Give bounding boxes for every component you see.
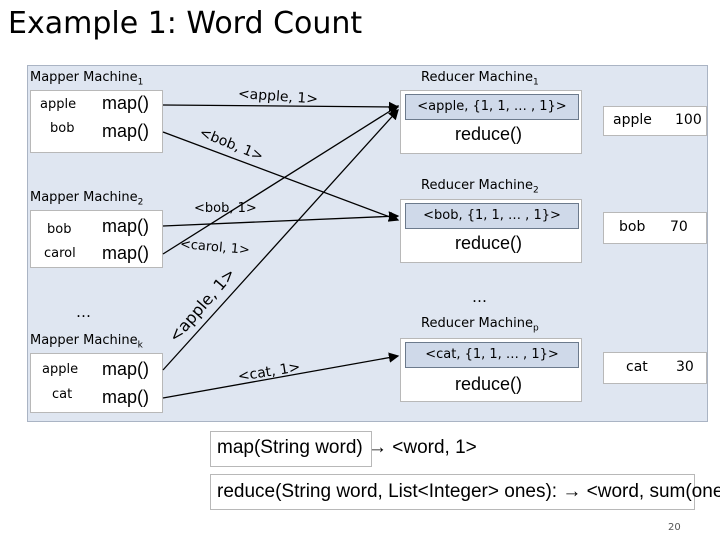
reducer-p-output — [603, 352, 707, 384]
reducer-2-label: Reducer Machine2 — [421, 178, 539, 196]
mapper-k-box — [30, 353, 163, 413]
mapper-1-box — [30, 90, 163, 153]
reducer-p-output-count: 30 — [676, 359, 694, 375]
reduce-signature: reduce(String word, List<Integer> ones):… — [217, 481, 720, 502]
arrow-cat — [162, 352, 400, 399]
reducer-p-output-word: cat — [626, 359, 648, 375]
reducer-2-output-count: 70 — [670, 219, 688, 235]
reducer-p-reduce: reduce() — [455, 374, 523, 394]
reducer-1-label: Reducer Machine1 — [421, 70, 539, 88]
arrow-apple-2 — [162, 109, 399, 371]
mapper-2-box — [30, 210, 163, 268]
mapper-k-label: Mapper Machinek — [30, 333, 143, 351]
mapper-ellipsis: … — [76, 303, 91, 321]
mapper-2-word-1: bob — [47, 222, 72, 237]
mapper-1-label: Mapper Machine1 — [30, 70, 144, 88]
reducer-1-output-count: 100 — [675, 112, 702, 128]
mapper-2-word-2: carol — [44, 246, 76, 261]
reducer-p-group: <cat, {1, 1, … , 1}> — [405, 342, 579, 368]
mapper-1-word-2: bob — [50, 121, 75, 136]
mapper-1-map-2: map() — [102, 121, 150, 141]
mapper-1-map-1: map() — [102, 93, 150, 113]
arrow-bob-2 — [162, 211, 400, 227]
reducer-2-group: <bob, {1, 1, … , 1}> — [405, 203, 579, 229]
reducer-2-output-word: bob — [619, 219, 646, 235]
reducer-1-output-word: apple — [613, 112, 652, 128]
mapper-1-word-1: apple — [40, 97, 77, 112]
arrow-carol — [162, 105, 400, 255]
page-number: 20 — [668, 522, 681, 533]
map-signature-box — [210, 431, 372, 467]
reducer-1-group: <apple, {1, 1, … , 1}> — [405, 94, 579, 120]
mapper-k-word-2: cat — [52, 387, 73, 402]
pair-label-bob-2: <bob, 1> — [194, 201, 257, 216]
mapper-k-map-2: map() — [102, 387, 150, 407]
reducer-2-output — [603, 212, 707, 244]
arrow-apple-1 — [162, 101, 400, 113]
mapper-k-map-1: map() — [102, 359, 150, 379]
reducer-2-reduce: reduce() — [455, 233, 523, 253]
mapper-2-map-2: map() — [102, 243, 150, 263]
reducer-1-output — [603, 106, 707, 136]
reducer-1-reduce: reduce() — [455, 124, 523, 144]
reducer-p-label: Reducer Machinep — [421, 316, 539, 334]
reduce-signature-box — [210, 474, 695, 510]
mapper-k-word-1: apple — [42, 362, 79, 377]
map-signature: map(String word) → <word, 1> — [217, 437, 477, 458]
arrow-bob-1 — [162, 131, 400, 222]
mapper-2-map-1: map() — [102, 216, 150, 236]
reducer-ellipsis: … — [472, 288, 487, 306]
slide-title: Example 1: Word Count — [8, 6, 363, 41]
mapper-2-label: Mapper Machine2 — [30, 190, 144, 208]
